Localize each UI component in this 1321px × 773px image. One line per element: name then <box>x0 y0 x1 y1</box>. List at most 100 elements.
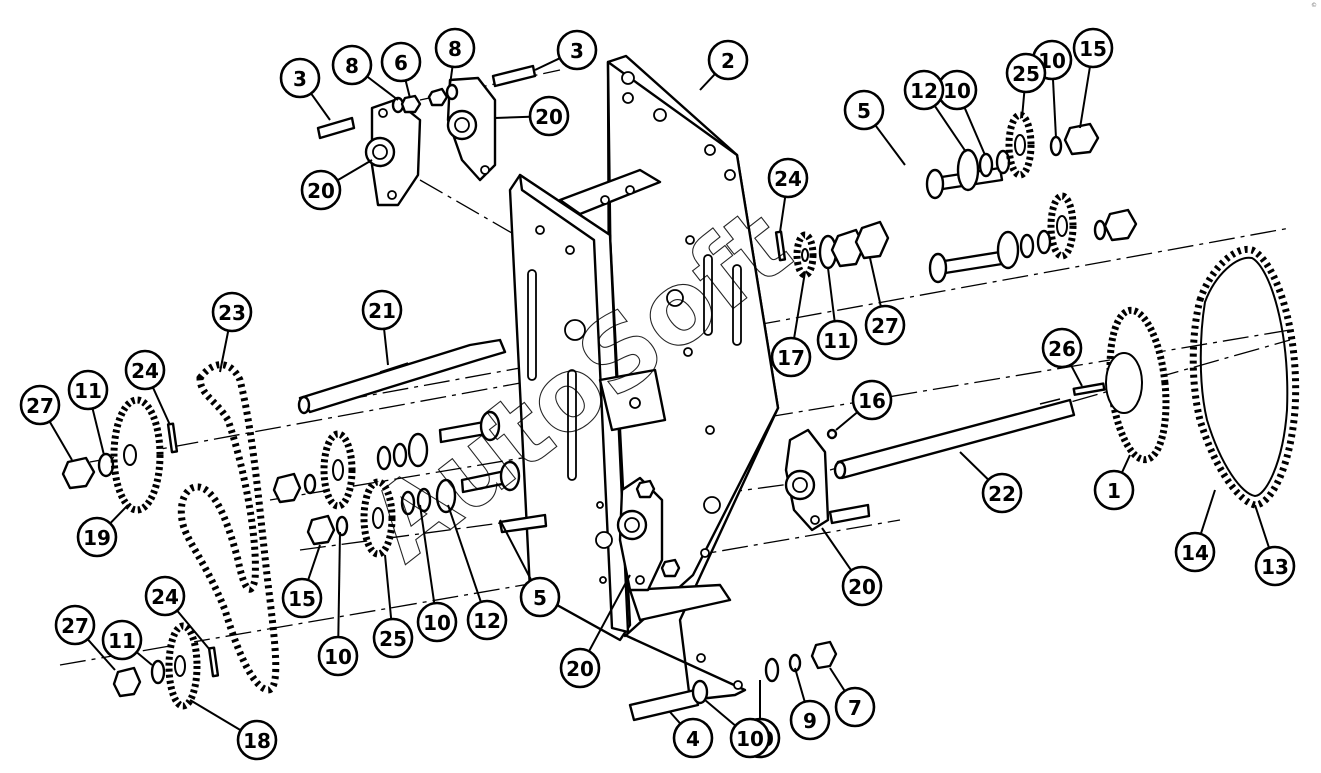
callout-circle <box>434 27 476 69</box>
callout-label: 10 <box>423 611 451 635</box>
callout-8: 8 <box>331 44 373 86</box>
callout-circle <box>380 41 422 83</box>
callout-11: 11 <box>67 369 109 411</box>
callout-27: 27 <box>54 604 96 646</box>
callout-9: 9 <box>789 699 831 741</box>
callout-label: 7 <box>848 696 862 720</box>
leader-line <box>310 92 331 121</box>
callout-circle <box>416 601 458 643</box>
leader-line <box>835 411 859 431</box>
callout-26: 26 <box>1041 327 1083 369</box>
callout-circle <box>101 619 143 661</box>
callout-label: 24 <box>131 359 159 383</box>
callout-11: 11 <box>101 619 143 661</box>
leader-line <box>933 105 967 153</box>
leader-line <box>176 609 211 651</box>
callout-label: 3 <box>570 39 584 63</box>
callout-6: 6 <box>380 41 422 83</box>
leader-line <box>793 271 806 339</box>
flange-bearing-top-right <box>446 76 497 182</box>
callout-15: 15 <box>281 577 323 619</box>
callout-circle <box>466 599 508 641</box>
callout-label: 20 <box>535 105 563 129</box>
callout-17: 17 <box>770 336 812 378</box>
callout-circle <box>279 57 321 99</box>
callout-circle <box>519 576 561 618</box>
callout-14: 14 <box>1174 531 1216 573</box>
callout-20: 20 <box>841 565 883 607</box>
callout-11: 11 <box>816 319 858 361</box>
callout-circle <box>54 604 96 646</box>
callout-label: 6 <box>394 51 408 75</box>
callout-label: 20 <box>566 657 594 681</box>
callout-18: 18 <box>236 719 278 761</box>
callout-20: 20 <box>528 95 570 137</box>
leader-line <box>109 504 129 525</box>
callout-label: 27 <box>26 394 54 418</box>
callout-circle <box>864 304 906 346</box>
leader-line <box>307 544 321 581</box>
callout-label: 19 <box>83 526 111 550</box>
sprockets <box>110 111 1170 710</box>
callout-circle <box>729 717 771 759</box>
callout-10: 10 <box>729 717 771 759</box>
leader-line <box>1051 78 1057 139</box>
callout-circle <box>76 516 118 558</box>
callout-label: 11 <box>108 629 136 653</box>
callout-label: 24 <box>151 585 179 609</box>
leader-line <box>963 107 986 156</box>
callout-circle <box>528 95 570 137</box>
callout-label: 11 <box>823 329 851 353</box>
callout-12: 12 <box>466 599 508 641</box>
callout-circle <box>67 369 109 411</box>
callout-circle <box>281 577 323 619</box>
callout-label: 5 <box>857 99 871 123</box>
callout-5: 5 <box>843 89 885 131</box>
callout-circle <box>1041 327 1083 369</box>
leader-line <box>449 66 454 86</box>
callout-25: 25 <box>1005 52 1047 94</box>
callout-label: 14 <box>1181 541 1209 565</box>
leader-line <box>827 267 836 322</box>
callout-label: 8 <box>448 37 462 61</box>
callout-label: 25 <box>379 627 407 651</box>
callout-1: 1 <box>1093 469 1135 511</box>
callout-label: 22 <box>988 482 1016 506</box>
callout-circle <box>556 29 598 71</box>
callout-circle <box>559 647 601 689</box>
leader-line <box>337 531 341 638</box>
roller-chains <box>177 245 1300 694</box>
callout-circle <box>981 472 1023 514</box>
callout-circle <box>211 291 253 333</box>
corner-mark: © <box>1311 2 1317 9</box>
leader-line <box>699 73 716 91</box>
callout-circle <box>851 379 893 421</box>
callout-label: 11 <box>74 379 102 403</box>
leader-line <box>135 651 153 666</box>
leader-lines <box>48 57 1271 732</box>
leader-line <box>1120 454 1131 474</box>
callout-label: 10 <box>736 727 764 751</box>
callout-label: 21 <box>368 299 396 323</box>
callout-circle <box>672 717 714 759</box>
leader-line <box>1254 504 1271 549</box>
leader-line <box>48 420 73 461</box>
leader-line <box>821 527 853 571</box>
shaft-21 <box>297 338 507 415</box>
nuts-and-washers <box>61 83 1138 705</box>
leader-line <box>384 554 393 620</box>
callout-3: 3 <box>556 29 598 71</box>
callout-4: 4 <box>672 717 714 759</box>
callout-label: 23 <box>218 301 246 325</box>
callout-19: 19 <box>76 516 118 558</box>
callout-circle <box>789 699 831 741</box>
callout-27: 27 <box>19 384 61 426</box>
callout-circle <box>1093 469 1135 511</box>
callout-27: 27 <box>864 304 906 346</box>
leader-line <box>219 330 230 373</box>
callout-circle <box>1005 52 1047 94</box>
callout-20: 20 <box>559 647 601 689</box>
callout-24: 24 <box>124 349 166 391</box>
callout-12: 12 <box>903 69 945 111</box>
